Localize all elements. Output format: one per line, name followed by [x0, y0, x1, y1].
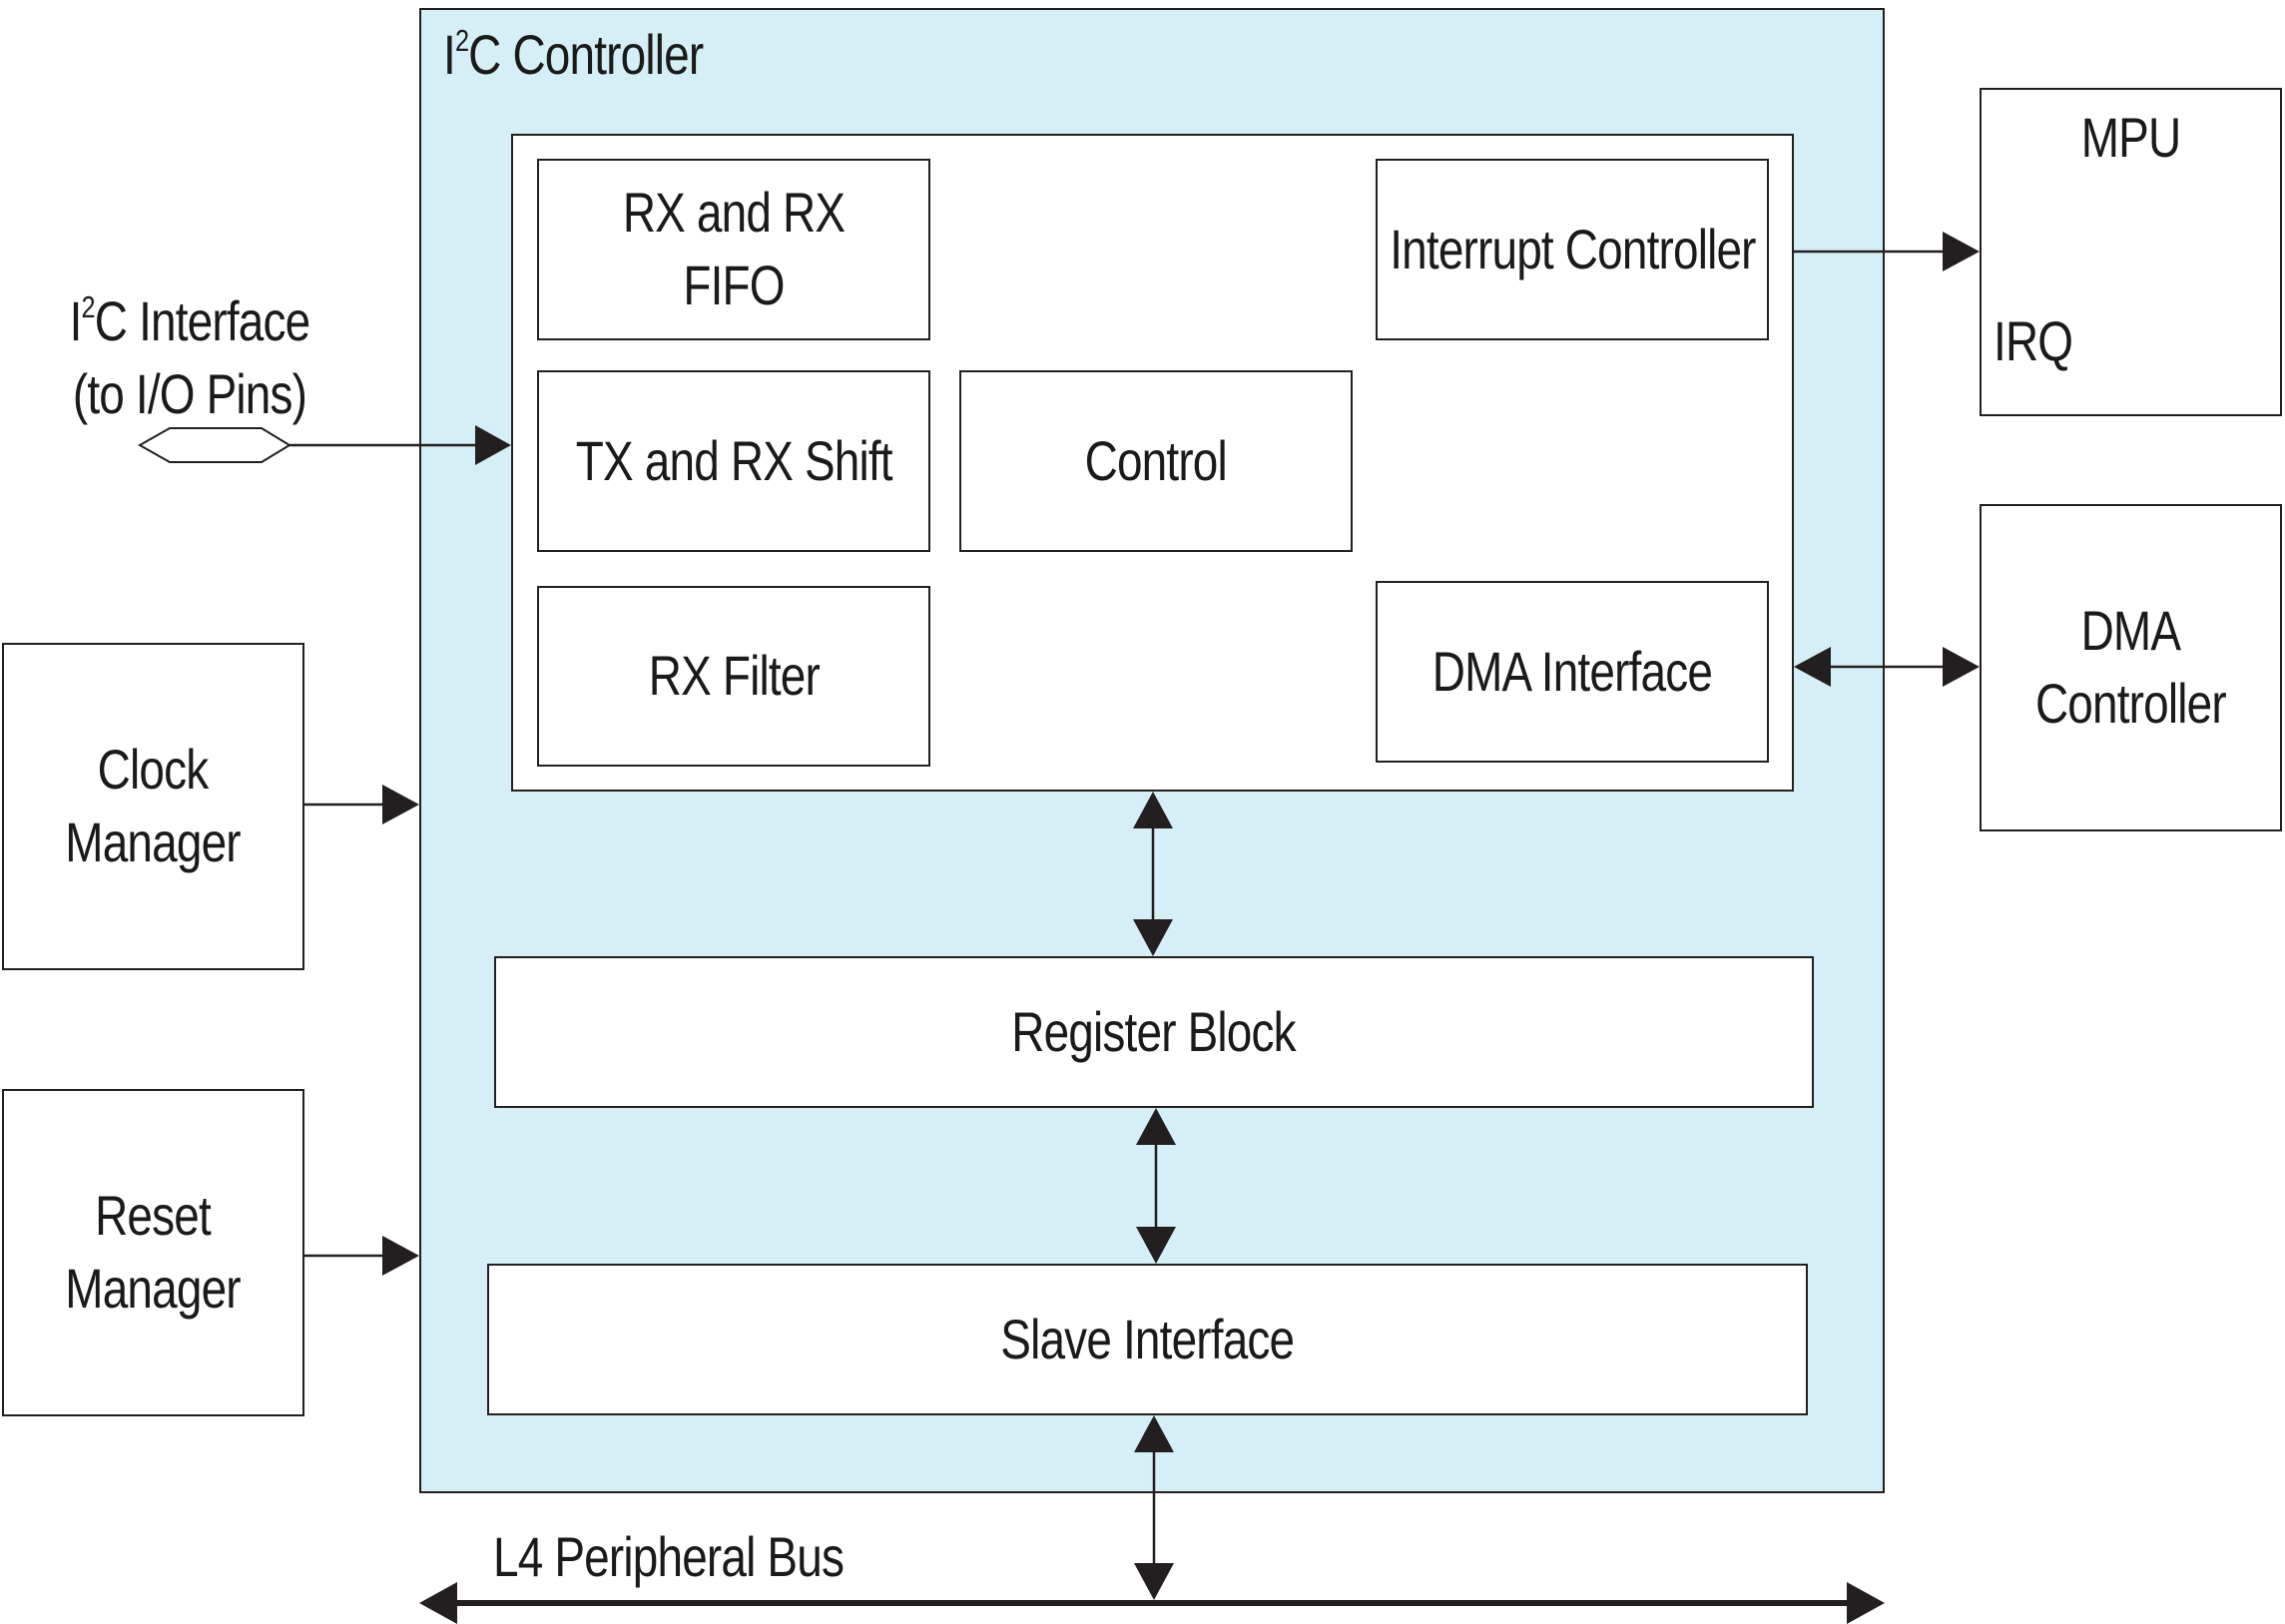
arrow-head — [1134, 1563, 1174, 1600]
arrow-head — [382, 785, 419, 824]
interrupt-controller-label: Interrupt Controller — [1389, 217, 1756, 280]
dma-controller-label: DMA Controller — [2035, 599, 2227, 735]
clock-manager-block: Clock Manager — [2, 643, 304, 970]
arrow-head — [475, 425, 511, 465]
mpu-irq-label: IRQ — [1994, 309, 2073, 372]
l4-peripheral-bus-label: L4 Peripheral Bus — [493, 1525, 845, 1588]
control-label: Control — [1084, 428, 1228, 492]
register-block-label: Register Block — [1011, 999, 1297, 1063]
control-block: Control — [959, 370, 1353, 552]
rx-fifo-block: RX and RX FIFO — [537, 159, 930, 340]
mpu-block: MPU IRQ — [1980, 88, 2282, 416]
dma-interface-label: DMA Interface — [1431, 639, 1713, 703]
arrow-head — [1134, 1415, 1174, 1452]
mpu-title: MPU — [2080, 106, 2181, 169]
arrow-head — [1943, 232, 1980, 271]
rx-filter-label: RX Filter — [648, 644, 820, 708]
arrow-head — [382, 1236, 419, 1276]
i2c-controller-title: I2C Controller — [443, 22, 704, 86]
i2c-interface-label: I2C Interface (to I/O Pins) — [69, 288, 311, 425]
i2c-pin-connector — [137, 427, 291, 463]
tx-rx-shift-label: TX and RX Shift — [575, 428, 893, 492]
arrow-head — [419, 1582, 457, 1624]
reset-manager-label: Reset Manager — [65, 1184, 242, 1320]
arrow-head — [1847, 1582, 1885, 1624]
register-block: Register Block — [494, 956, 1814, 1108]
interrupt-controller-block: Interrupt Controller — [1376, 159, 1769, 340]
reset-manager-block: Reset Manager — [2, 1089, 304, 1416]
slave-interface-label: Slave Interface — [1000, 1307, 1295, 1370]
tx-rx-shift-block: TX and RX Shift — [537, 370, 930, 552]
rx-fifo-label: RX and RX FIFO — [622, 181, 846, 316]
dma-interface-block: DMA Interface — [1376, 581, 1769, 763]
dma-controller-block: DMA Controller — [1980, 504, 2282, 831]
arrow-head — [1943, 647, 1980, 687]
arrow-head — [1133, 792, 1173, 828]
arrow-head — [1794, 647, 1831, 687]
arrow-head — [1136, 1108, 1176, 1145]
clock-manager-label: Clock Manager — [65, 738, 242, 873]
arrow-head — [1133, 919, 1173, 956]
arrow-head — [1136, 1227, 1176, 1264]
rx-filter-block: RX Filter — [537, 586, 930, 767]
slave-interface-block: Slave Interface — [487, 1264, 1808, 1415]
